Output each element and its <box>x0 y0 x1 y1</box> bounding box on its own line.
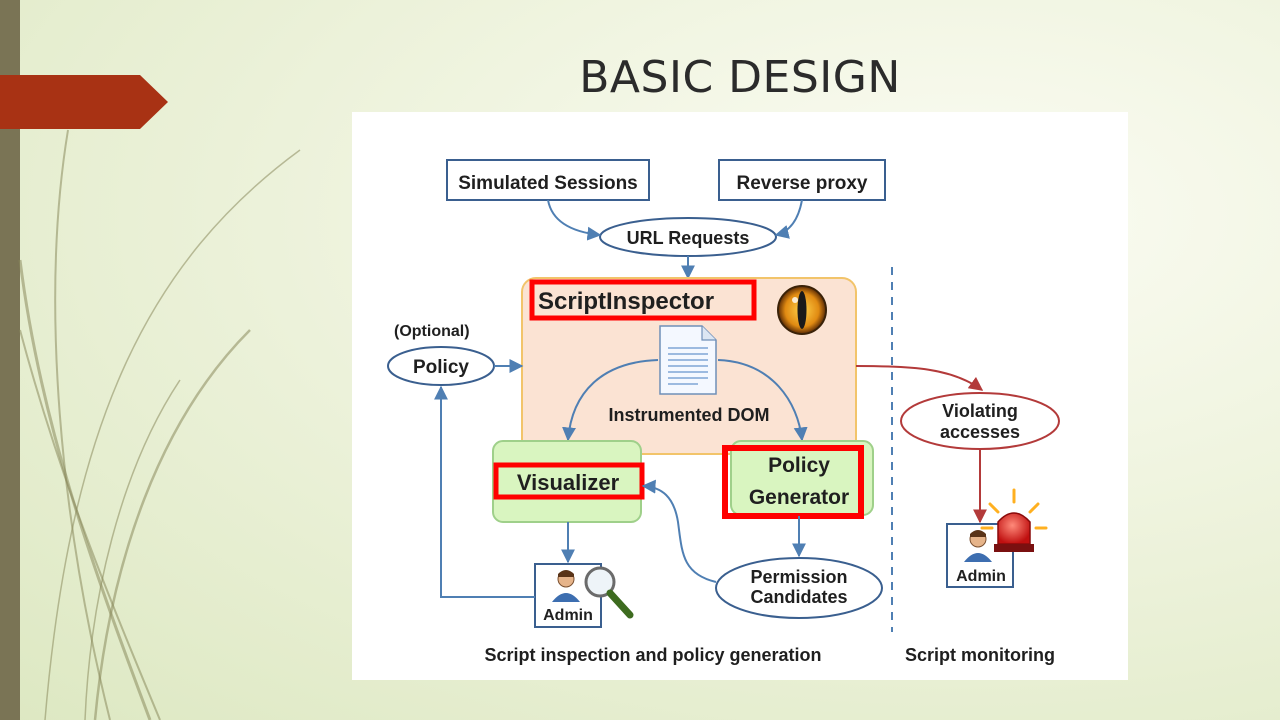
document-icon <box>659 325 717 395</box>
violating-accesses-node: Violating accesses <box>900 392 1060 450</box>
policy-node: Policy <box>387 346 495 386</box>
magnifier-icon <box>584 566 634 619</box>
visualizer-label: Visualizer <box>517 470 620 495</box>
instrumented-dom-label: Instrumented DOM <box>608 405 769 425</box>
arrow-candidates-to-visualizer <box>641 479 717 583</box>
admin-left-label: Admin <box>543 607 593 624</box>
violating-label-2: accesses <box>940 422 1020 442</box>
permission-label-1: Permission <box>750 567 847 587</box>
reverse-proxy-label: Reverse proxy <box>737 173 868 194</box>
reverse-proxy-box: Reverse proxy <box>718 159 886 201</box>
simulated-sessions-label: Simulated Sessions <box>458 173 638 194</box>
url-requests-node: URL Requests <box>599 217 777 257</box>
simulated-sessions-box: Simulated Sessions <box>446 159 650 201</box>
architecture-diagram: Simulated Sessions Reverse proxy URL Req… <box>352 112 1128 680</box>
caption-right: Script monitoring <box>905 645 1055 665</box>
script-inspector-label: ScriptInspector <box>538 288 714 315</box>
violating-label-1: Violating <box>942 401 1018 421</box>
optional-label: (Optional) <box>394 323 470 340</box>
arrow-admin-to-policy <box>434 385 535 598</box>
left-accent-bar <box>0 0 20 720</box>
accent-arrow-tab <box>0 75 168 129</box>
url-requests-label: URL Requests <box>627 228 750 248</box>
admin-person-icon <box>964 530 992 562</box>
admin-person-icon <box>552 570 580 602</box>
alarm-siren-icon <box>980 488 1048 552</box>
slide-title: BASIC DESIGN <box>579 52 901 103</box>
decorative-swirls <box>18 129 301 720</box>
admin-right-label: Admin <box>956 568 1006 585</box>
policy-generator-label-1: Policy <box>768 454 830 477</box>
arrow-dom-to-generator <box>717 359 808 442</box>
arrow-proxy-to-requests <box>774 199 803 239</box>
permission-candidates-node: Permission Candidates <box>715 557 883 619</box>
policy-generator-highlight <box>722 445 864 519</box>
arrow-sessions-to-requests <box>547 199 602 241</box>
eye-icon <box>777 285 827 335</box>
policy-generator-label-2: Generator <box>749 486 849 509</box>
policy-label: Policy <box>413 357 469 378</box>
arrow-dom-to-visualizer <box>562 359 659 442</box>
caption-left: Script inspection and policy generation <box>484 645 821 665</box>
permission-label-2: Candidates <box>750 587 847 607</box>
arrow-inspector-to-violating <box>855 365 984 391</box>
admin-right-box: Admin <box>946 523 1014 588</box>
script-inspector-highlight <box>529 279 757 321</box>
